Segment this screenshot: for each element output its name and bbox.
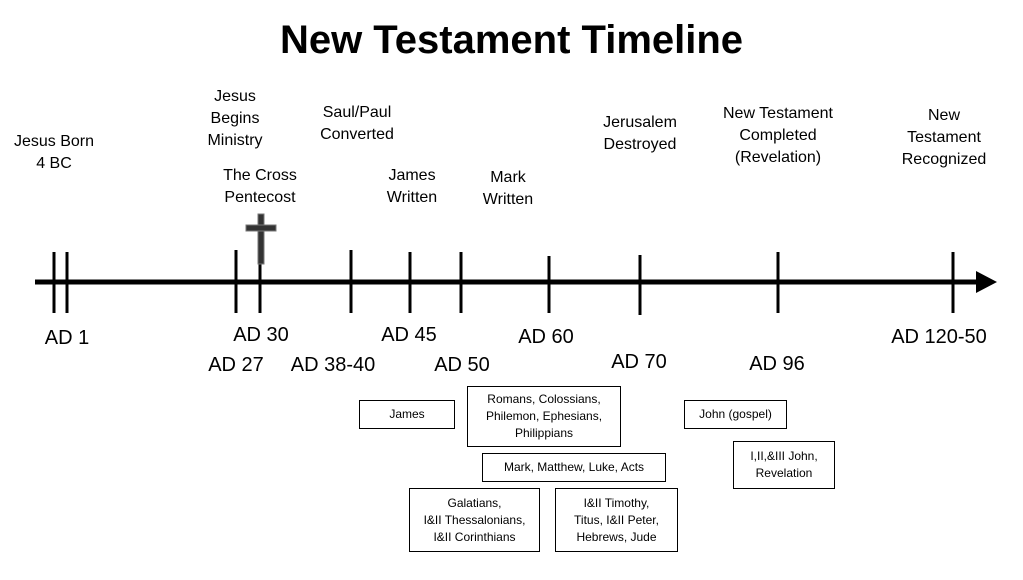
event-nt-recognized: New Testament Recognized xyxy=(901,107,987,168)
event-james-written: James Written xyxy=(386,167,438,206)
event-paul-converted: Saul/Paul Converted xyxy=(320,104,394,143)
date-ad38-40: AD 38-40 xyxy=(290,354,376,376)
date-ad70: AD 70 xyxy=(611,351,667,373)
date-ad45: AD 45 xyxy=(381,324,437,346)
books-john-letters: I,II,&III John, Revelation xyxy=(733,441,835,489)
books-john-gospel: John (gospel) xyxy=(684,400,787,429)
date-ad120-50: AD 120-50 xyxy=(891,326,987,348)
date-ad60: AD 60 xyxy=(518,326,574,348)
event-jesus-born: Jesus Born 4 BC xyxy=(13,133,95,172)
cross-icon xyxy=(245,213,277,265)
books-romans-group: Romans, Colossians, Philemon, Ephesians,… xyxy=(467,386,621,447)
books-james: James xyxy=(359,400,455,429)
books-timothy-group: I&II Timothy, Titus, I&II Peter, Hebrews… xyxy=(555,488,678,552)
event-mark-written: Mark Written xyxy=(482,169,534,208)
date-ad96: AD 96 xyxy=(749,353,805,375)
date-ad50: AD 50 xyxy=(434,354,490,376)
event-jerusalem-destroyed: Jerusalem Destroyed xyxy=(603,114,677,153)
event-begins-ministry: Jesus Begins Ministry xyxy=(207,88,263,149)
date-ad1: AD 1 xyxy=(44,327,90,349)
event-cross-pentecost: The Cross Pentecost xyxy=(223,167,297,206)
page-title: New Testament Timeline xyxy=(279,18,744,62)
date-ad27: AD 27 xyxy=(208,354,264,376)
books-galatians-group: Galatians, I&II Thessalonians, I&II Cori… xyxy=(409,488,540,552)
event-nt-completed: New Testament Completed (Revelation) xyxy=(723,105,833,166)
date-ad30: AD 30 xyxy=(233,324,289,346)
timeline-arrowhead xyxy=(976,271,997,293)
books-gospels-acts: Mark, Matthew, Luke, Acts xyxy=(482,453,666,482)
